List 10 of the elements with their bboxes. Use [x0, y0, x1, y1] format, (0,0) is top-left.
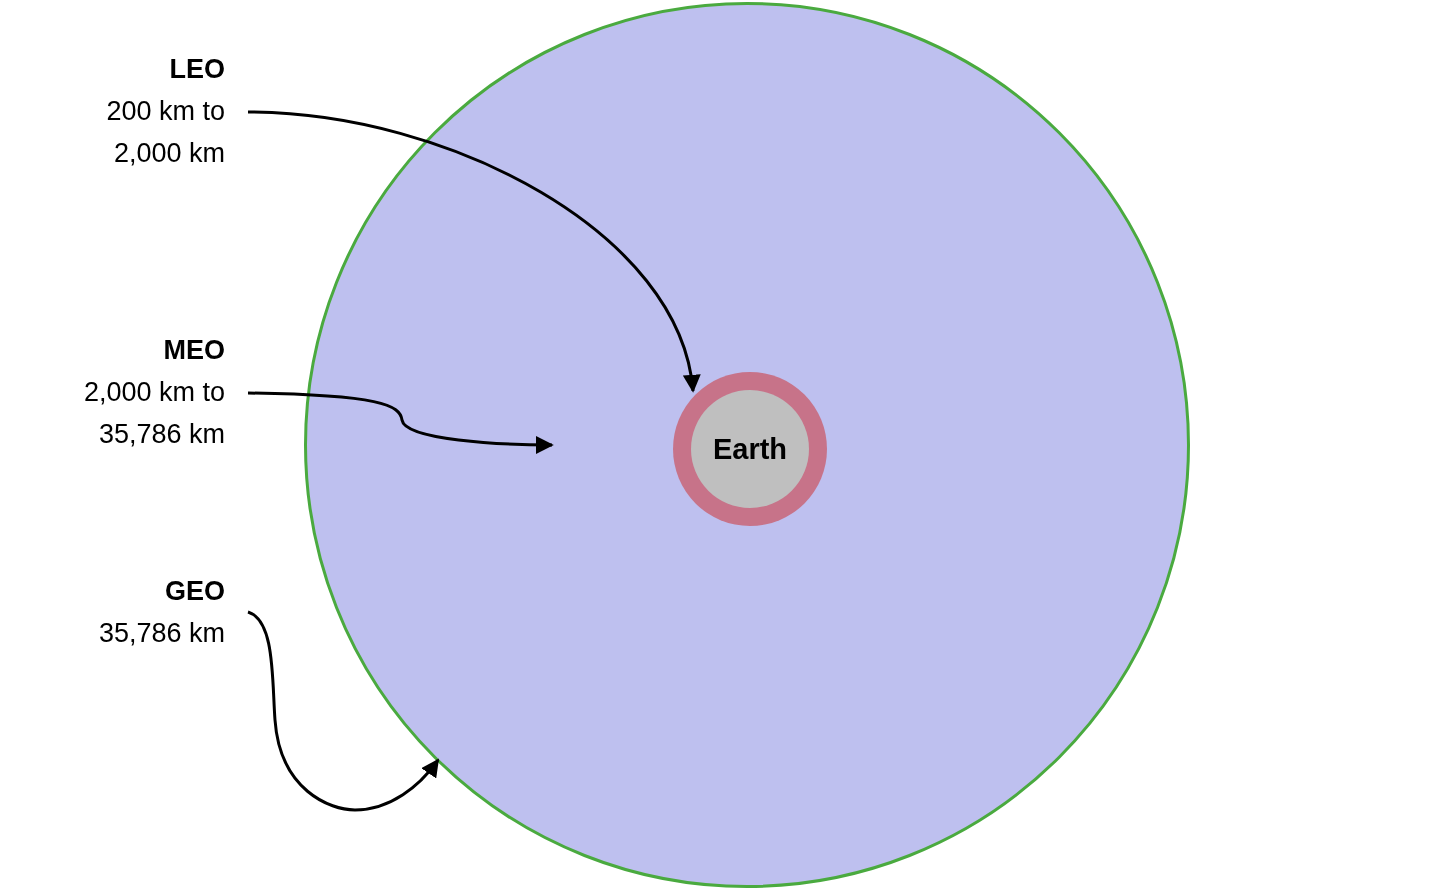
arrow — [247, 391, 554, 454]
orbit-name: LEO — [168, 53, 225, 86]
arrow — [247, 110, 699, 393]
earth-circle: Earth — [691, 390, 809, 508]
altitude-range: 200 km to 2,000 km — [105, 95, 225, 170]
orbit-name: MEO — [162, 334, 225, 367]
orbit-name: GEO — [164, 575, 225, 608]
altitude-range: 2,000 km to 35,786 km — [82, 376, 225, 451]
altitude-range: 35,786 km — [97, 617, 225, 650]
arrow — [247, 610, 440, 812]
